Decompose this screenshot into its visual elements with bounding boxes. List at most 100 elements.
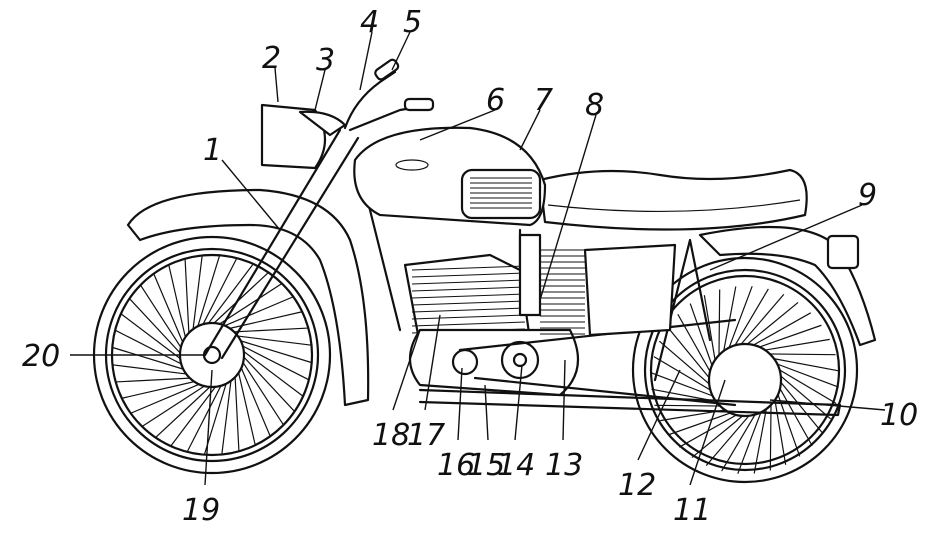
label-6: 6	[486, 83, 505, 118]
spoke	[153, 273, 185, 345]
spoke	[654, 404, 724, 407]
label-1: 1	[203, 133, 222, 168]
cooling-fin	[411, 300, 526, 306]
spoke	[112, 364, 190, 375]
spoke	[155, 384, 213, 438]
spoke	[221, 377, 232, 455]
spoke	[744, 301, 799, 347]
spoke	[121, 380, 198, 399]
label-5: 5	[403, 5, 422, 40]
spoke	[651, 372, 716, 398]
spoke	[721, 411, 758, 472]
label-11: 11	[673, 493, 711, 528]
leader-lines	[70, 31, 886, 486]
cooling-fin	[411, 272, 526, 278]
spoke	[774, 362, 839, 388]
spoke	[237, 369, 256, 446]
label-4: 4	[360, 5, 379, 40]
cooling-fin	[411, 279, 526, 285]
cooling-fin	[411, 307, 526, 313]
spoke	[689, 303, 714, 369]
spoke	[241, 359, 284, 426]
label-20: 20	[22, 339, 60, 374]
spoke	[678, 412, 740, 448]
front-fork	[203, 128, 360, 360]
spoke	[737, 409, 763, 474]
spoke	[237, 339, 312, 364]
label-12: 12	[618, 468, 656, 503]
label-18: 18	[372, 418, 410, 453]
spoke	[658, 340, 712, 387]
spoke	[738, 293, 785, 347]
spoke	[129, 298, 183, 356]
rear-wheel	[631, 256, 859, 484]
spoke	[192, 255, 203, 333]
label-17: 17	[407, 418, 445, 453]
spoke	[170, 384, 218, 447]
spoke	[201, 257, 238, 328]
spoke	[666, 326, 712, 381]
cooling-fin	[411, 265, 526, 271]
spoke	[727, 286, 753, 351]
tail-light	[826, 234, 860, 270]
label-2: 2	[262, 41, 281, 76]
label-10: 10	[880, 398, 918, 433]
spoke	[241, 349, 304, 397]
spoke	[777, 385, 813, 447]
spoke	[653, 356, 714, 393]
spoke	[186, 382, 223, 453]
spoke	[222, 296, 294, 328]
spoke	[211, 272, 269, 326]
spoke	[241, 354, 295, 412]
label-9: 9	[858, 178, 877, 213]
spoke	[677, 313, 713, 375]
cooling-fin	[411, 286, 526, 292]
spoke	[750, 312, 812, 348]
side-cover	[583, 243, 677, 337]
front-wheel	[92, 235, 332, 475]
spoke	[732, 288, 769, 349]
spoke	[115, 377, 193, 383]
spoke	[705, 413, 752, 467]
spoke	[761, 338, 830, 352]
spoke	[718, 289, 721, 359]
front-fender	[126, 188, 370, 407]
spoke	[130, 382, 202, 414]
label-8: 8	[585, 88, 604, 123]
label-14: 14	[497, 448, 535, 483]
spoke	[776, 367, 837, 404]
spoke	[239, 365, 271, 437]
engine	[403, 233, 580, 397]
handlebar	[343, 70, 432, 132]
spoke	[778, 379, 824, 434]
spoke	[114, 329, 185, 366]
spoke	[112, 346, 187, 371]
seat	[538, 168, 808, 231]
spoke	[756, 324, 822, 349]
spoke	[140, 284, 183, 351]
cooling-fin	[411, 314, 526, 320]
label-15: 15	[467, 448, 505, 483]
spoke	[168, 264, 187, 341]
spoke	[753, 405, 768, 474]
spoke	[770, 357, 839, 372]
spoke	[778, 373, 832, 420]
label-13: 13	[545, 448, 583, 483]
spoke	[766, 353, 836, 356]
spoke	[184, 258, 190, 336]
cooling-fin	[411, 321, 526, 327]
label-19: 19	[182, 493, 220, 528]
spoke	[120, 313, 183, 361]
cooling-fin	[411, 293, 526, 299]
spoke	[703, 295, 717, 364]
spoke	[196, 255, 221, 330]
spoke	[239, 344, 310, 381]
spoke	[773, 396, 787, 465]
spoke	[668, 411, 734, 436]
label-3: 3	[316, 43, 335, 78]
spoke	[234, 374, 240, 452]
spoke	[141, 384, 208, 427]
label-16: 16	[437, 448, 475, 483]
spoke	[691, 413, 746, 459]
